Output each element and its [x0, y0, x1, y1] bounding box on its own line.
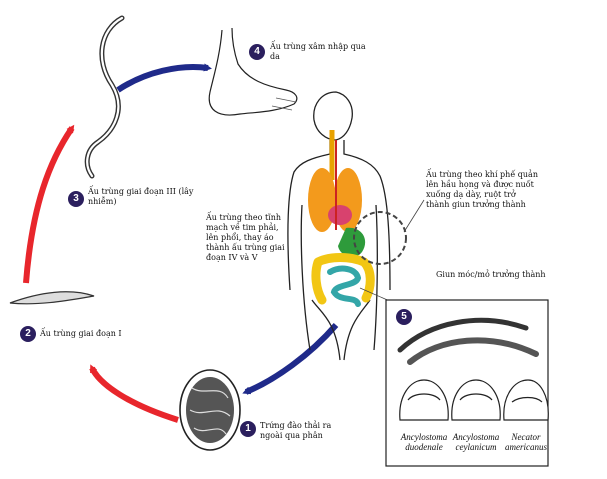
species-genus: Ancylostoma — [452, 432, 500, 442]
step-3-badge: 3 — [68, 191, 84, 207]
step-5-badge: 5 — [396, 309, 412, 325]
foot-drawing — [208, 27, 298, 116]
dashed-migration-loop — [353, 211, 407, 265]
arrow-egg-to-l1 — [89, 364, 179, 423]
species-label-duodenale: Ancylostoma duodenale — [392, 432, 456, 452]
species-epithet: americanus — [505, 442, 547, 452]
species-label-ceylanicum: Ancylostoma ceylanicum — [444, 432, 508, 452]
trachea-annotation: Ấu trùng theo khí phế quản lên hầu họng … — [426, 170, 538, 209]
mouthpart-necator-americanus — [503, 379, 549, 421]
mouthpart-ancylostoma-duodenale — [399, 379, 449, 421]
species-genus: Necator — [511, 432, 541, 442]
species-epithet: ceylanicum — [455, 442, 497, 452]
l1-larva-drawing — [9, 291, 95, 305]
step-2-label: Ấu trùng giai đoạn I — [40, 329, 122, 338]
heart — [328, 205, 352, 225]
species-genus: Ancylostoma — [400, 432, 448, 442]
step-1-badge: 1 — [240, 421, 256, 437]
adult-worm-annotation: Giun móc/mỏ trưởng thành — [436, 270, 546, 279]
species-label-americanus: Necator americanus — [496, 432, 556, 452]
small-intestine — [327, 265, 362, 307]
arrow-l3-to-skin — [116, 63, 212, 93]
step-1-label: Trứng đào thải ra ngoài qua phân — [260, 421, 332, 440]
arrow-l1-to-l3 — [23, 124, 75, 284]
step-4-label: Ấu trùng xâm nhập qua da — [270, 42, 366, 61]
stomach — [338, 227, 366, 258]
human-body-outline — [287, 91, 391, 361]
species-epithet: duodenale — [405, 442, 443, 452]
adult-worm-2 — [407, 337, 539, 365]
arrow-host-to-egg — [242, 323, 339, 395]
mouthpart-ancylostoma-ceylanicum — [451, 379, 501, 421]
large-intestine — [311, 253, 375, 305]
adult-worm-1 — [397, 317, 529, 353]
lung-migration-annotation: Ấu trùng theo tĩnh mạch về tim phải, lên… — [206, 213, 285, 262]
step-3-label: Ấu trùng giai đoạn III (lây nhiễm) — [88, 187, 194, 206]
left-lung — [308, 168, 336, 232]
pointer-to-annotation — [403, 199, 425, 233]
step-2-badge: 2 — [20, 326, 36, 342]
step-4-badge: 4 — [249, 44, 265, 60]
